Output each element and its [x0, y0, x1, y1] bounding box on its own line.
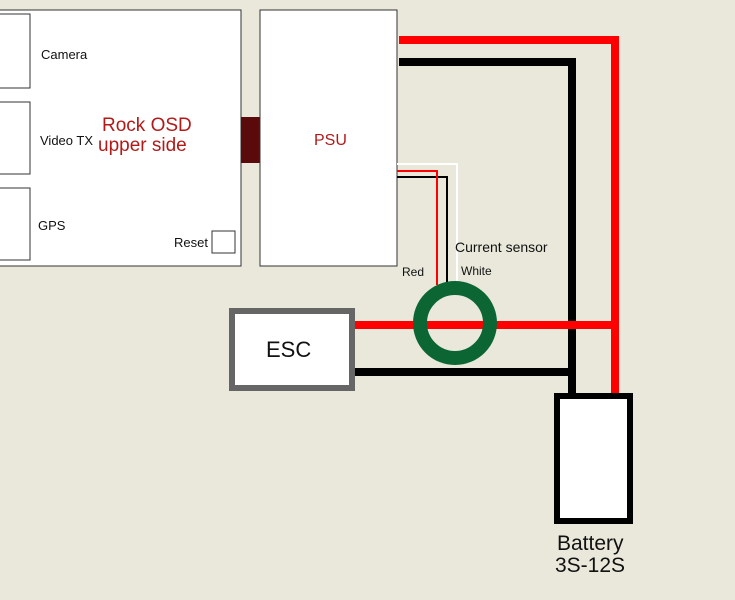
- psu-positive-wire: [399, 36, 619, 396]
- psu-box: [259, 9, 398, 267]
- osd-board: [0, 9, 242, 267]
- video-tx-label: Video TX: [40, 133, 94, 148]
- gps-label: GPS: [38, 218, 66, 233]
- camera-port: [0, 13, 31, 89]
- osd-psu-connector: [241, 117, 260, 163]
- esc-label: ESC: [266, 337, 312, 362]
- red-wire-label: Red: [402, 265, 425, 279]
- gps-port: [0, 187, 31, 261]
- osd-title-line2: upper side: [98, 135, 187, 156]
- sensor-red-wire: [397, 170, 438, 285]
- battery-label-line1: Battery: [557, 532, 624, 555]
- reset-label: Reset: [174, 235, 208, 250]
- psu-label: PSU: [314, 132, 347, 149]
- sensor-black-wire: [397, 176, 448, 285]
- camera-label: Camera: [41, 47, 88, 62]
- osd-title-line1: Rock OSD: [102, 115, 192, 136]
- video-tx-port: [0, 101, 31, 175]
- battery-box: [554, 393, 633, 524]
- current-sensor-ring: [413, 281, 497, 365]
- reset-button[interactable]: [211, 230, 236, 254]
- battery-label-line2: 3S-12S: [555, 554, 626, 577]
- white-wire-label: White: [461, 264, 492, 278]
- sensor-white-wire: [397, 163, 458, 285]
- current-sensor-label: Current sensor: [455, 239, 548, 255]
- psu-negative-wire: [399, 58, 576, 396]
- esc-box: [229, 308, 355, 391]
